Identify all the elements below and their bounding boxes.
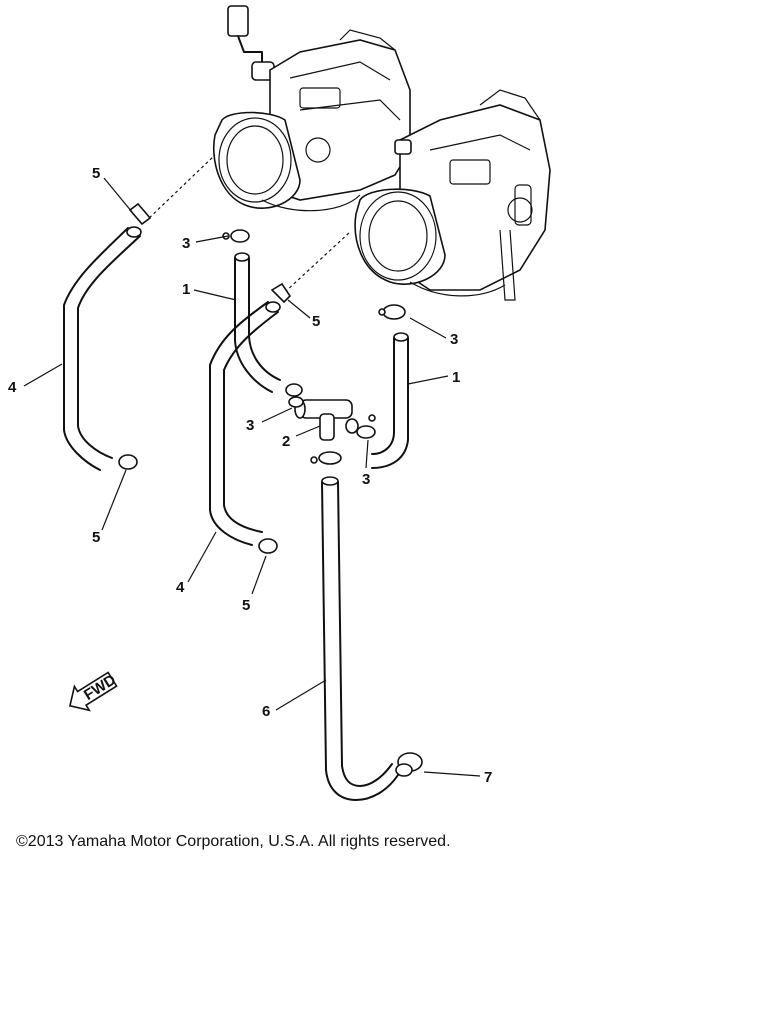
callout-5: 5 (92, 165, 100, 182)
tee-joint (294, 399, 359, 441)
fwd-arrow: FWD (68, 671, 119, 712)
guide-lines (144, 154, 351, 293)
leader-lines (23, 177, 481, 777)
callout-3: 3 (182, 235, 190, 252)
callout-1: 1 (452, 369, 460, 386)
callout-5: 5 (312, 313, 320, 330)
callout-5: 5 (242, 597, 250, 614)
callout-5: 5 (92, 529, 100, 546)
callout-3: 3 (362, 471, 370, 488)
hose-1-right (371, 332, 409, 469)
callout-1: 1 (182, 281, 190, 298)
callout-2: 2 (282, 433, 290, 450)
clamps (118, 202, 423, 777)
copyright-text: ©2013 Yamaha Motor Corporation, U.S.A. A… (16, 833, 451, 850)
carburetor-assembly (213, 5, 551, 301)
callout-4: 4 (8, 379, 17, 396)
hose-4-center (209, 301, 281, 546)
hose-1-center (234, 252, 281, 393)
hose-4-left (63, 226, 142, 471)
fwd-label: FWD (81, 671, 119, 704)
callout-6: 6 (262, 703, 270, 720)
callout-3: 3 (246, 417, 254, 434)
callout-labels: 5 3 1 5 3 1 4 3 2 3 5 4 5 6 7 (8, 165, 492, 786)
callout-4: 4 (176, 579, 185, 596)
hose-6 (321, 476, 399, 801)
callout-7: 7 (484, 769, 492, 786)
callout-3: 3 (450, 331, 458, 348)
